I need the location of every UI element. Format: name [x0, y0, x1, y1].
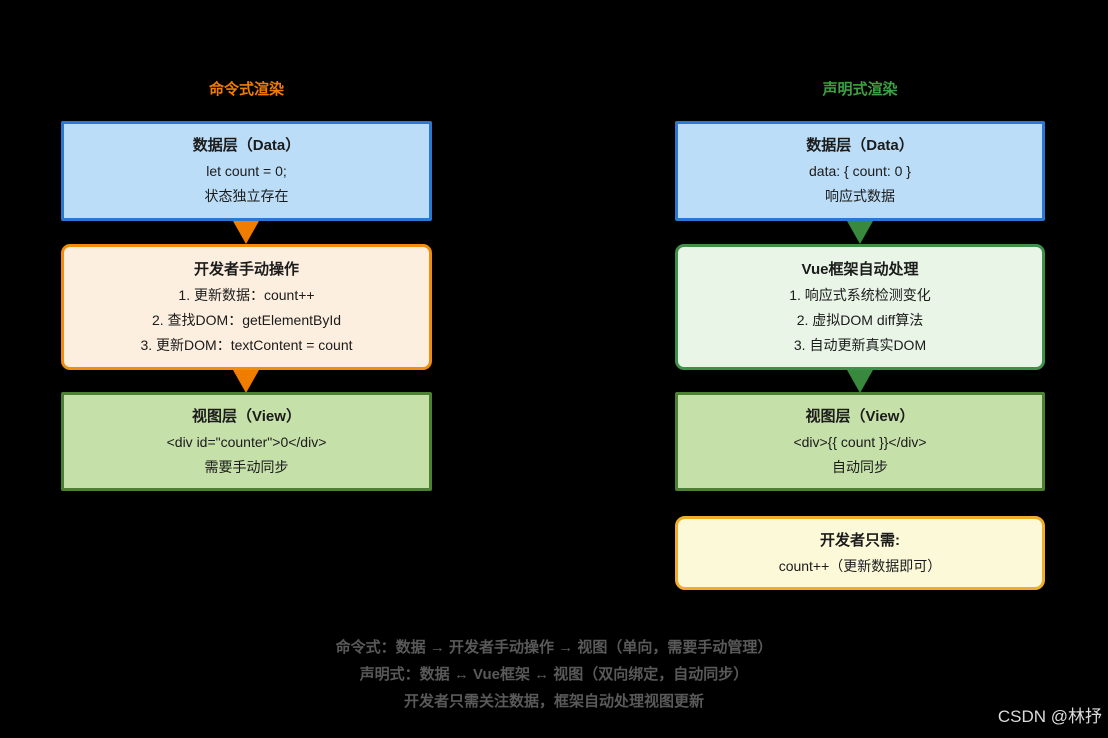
box-line: count++（更新数据即可） — [778, 557, 942, 574]
box-line: 响应式数据 — [825, 188, 895, 204]
declarative-developer-only-box: 开发者只需: count++（更新数据即可） — [675, 516, 1045, 590]
summary-line-imperative: 命令式：数据 → 开发者手动操作 → 视图（单向，需要手动管理） — [335, 639, 773, 656]
box-heading: 开发者手动操作 — [193, 260, 299, 278]
imperative-column-title: 命令式渲染 — [208, 81, 284, 98]
imperative-data-layer-box: 数据层（Data） let count = 0; 状态独立存在 — [61, 121, 432, 221]
down-arrow-icon — [847, 370, 873, 393]
box-line: <div>{{ count }}</div> — [793, 433, 927, 450]
imperative-manual-ops-box: 开发者手动操作 1. 更新数据：count++ 2. 查找DOM：getElem… — [61, 244, 432, 370]
box-line: let count = 0; — [206, 163, 287, 179]
box-line: 2. 查找DOM：getElementById — [151, 311, 342, 328]
box-heading: 数据层（Data） — [806, 137, 914, 154]
declarative-vue-framework-box: Vue框架自动处理 1. 响应式系统检测变化 2. 虚拟DOM diff算法 3… — [675, 244, 1045, 370]
csdn-watermark: CSDN @林抒 — [997, 707, 1102, 726]
box-line: 2. 虚拟DOM diff算法 — [796, 311, 924, 328]
box-line: 3. 自动更新真实DOM — [793, 336, 927, 353]
box-heading: 视图层（View） — [192, 407, 301, 425]
box-line: 状态独立存在 — [204, 188, 289, 204]
box-heading: 视图层（View） — [805, 407, 915, 425]
declarative-view-layer-box: 视图层（View） <div>{{ count }}</div> 自动同步 — [675, 392, 1045, 491]
box-line: <div id="counter">0</div> — [166, 433, 327, 450]
box-line: 需要手动同步 — [204, 458, 289, 475]
imperative-view-layer-box: 视图层（View） <div id="counter">0</div> 需要手动… — [61, 392, 432, 491]
summary-line-conclusion: 开发者只需关注数据，框架自动处理视图更新 — [403, 693, 704, 710]
box-line: 3. 更新DOM：textContent = count — [140, 336, 353, 353]
declarative-data-layer-box: 数据层（Data） data: { count: 0 } 响应式数据 — [675, 121, 1045, 221]
down-arrow-icon — [233, 221, 259, 244]
box-line: 自动同步 — [832, 458, 888, 475]
box-line: 1. 响应式系统检测变化 — [789, 286, 931, 303]
declarative-column-title: 声明式渲染 — [822, 81, 898, 98]
box-line: 1. 更新数据：count++ — [178, 286, 315, 303]
down-arrow-icon — [233, 370, 259, 393]
summary-block: 命令式：数据 → 开发者手动操作 → 视图（单向，需要手动管理） 声明式：数据 … — [0, 634, 1108, 715]
box-heading: 数据层（Data） — [192, 137, 301, 154]
down-arrow-icon — [847, 221, 873, 244]
box-line: data: { count: 0 } — [809, 163, 911, 179]
box-heading: 开发者只需: — [820, 531, 900, 549]
summary-line-declarative: 声明式：数据 ↔ Vue框架 ↔ 视图（双向绑定，自动同步） — [359, 666, 749, 683]
box-heading: Vue框架自动处理 — [801, 260, 919, 278]
